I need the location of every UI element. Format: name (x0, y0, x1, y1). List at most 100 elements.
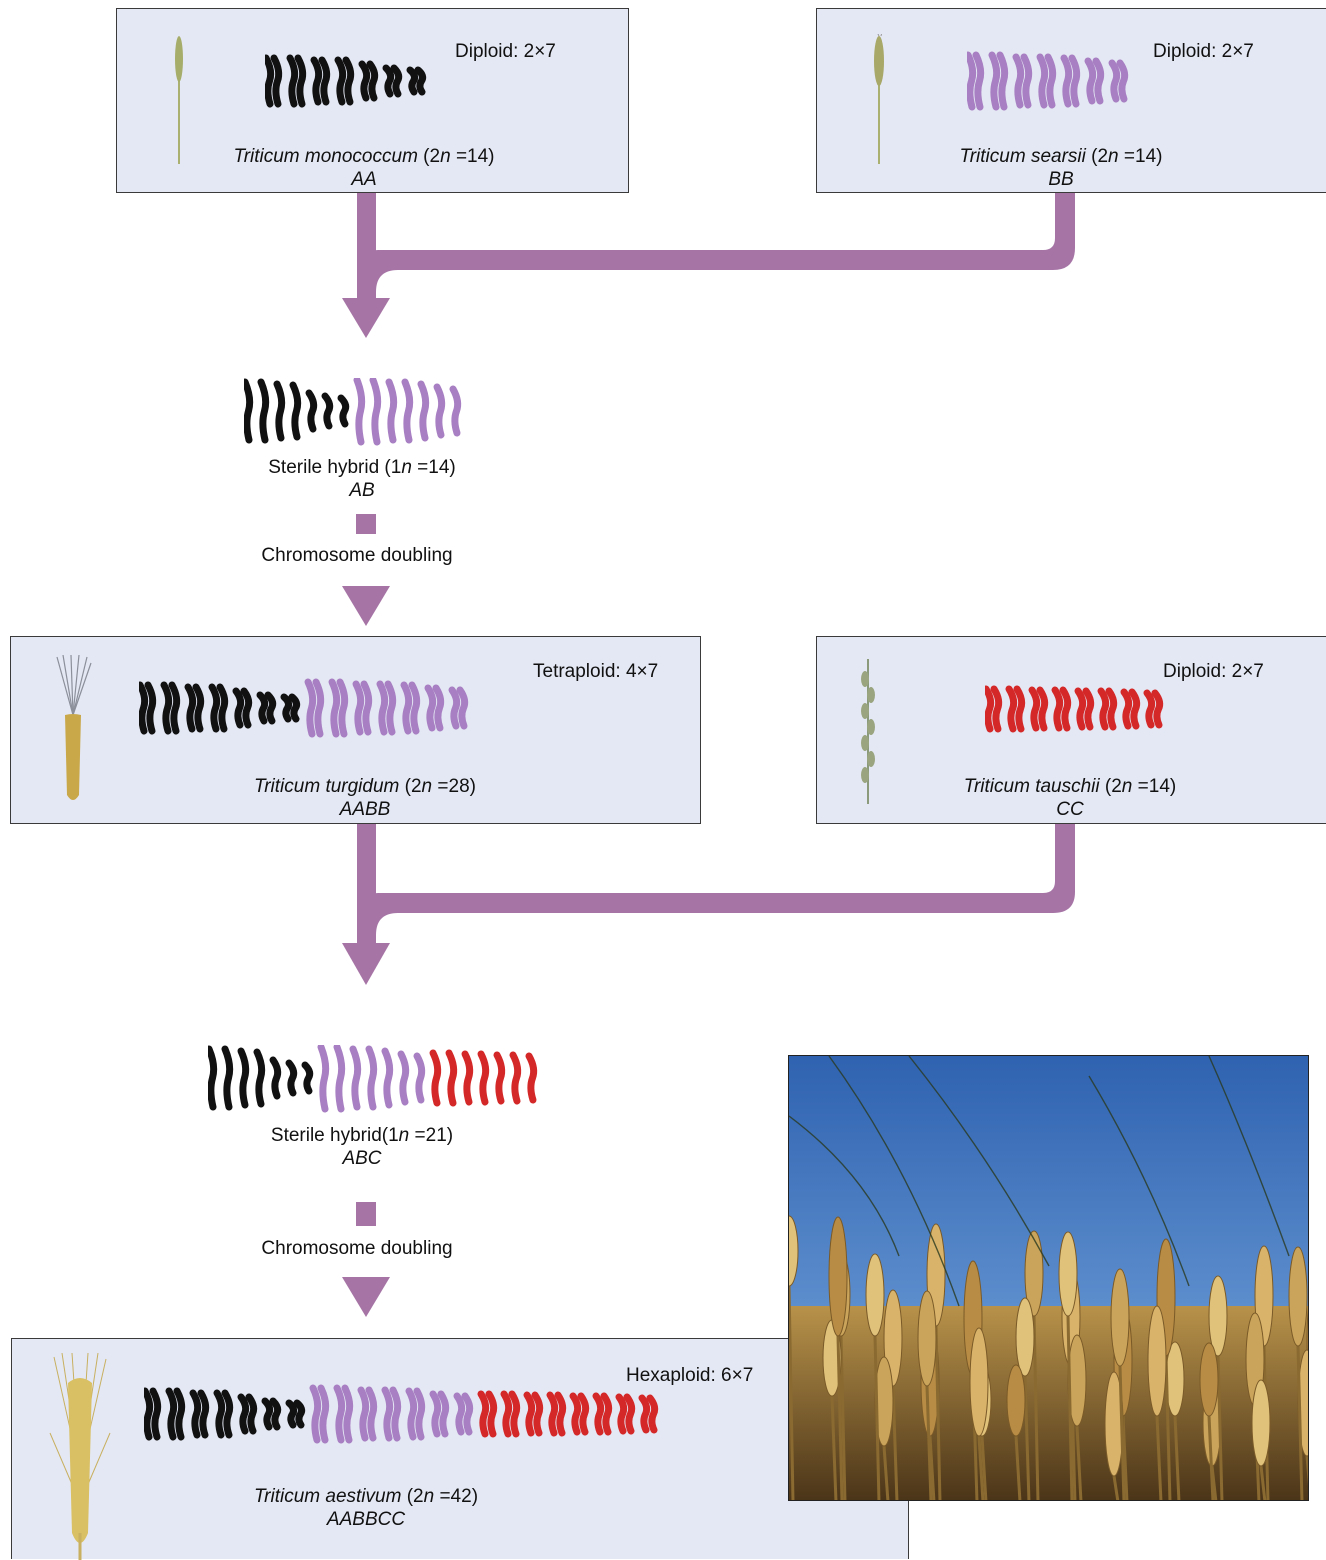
chromosome (449, 385, 462, 437)
count-suffix: =14) (450, 146, 495, 167)
connector-searsii (357, 192, 1075, 300)
chromosome-pair (237, 1393, 258, 1435)
chromosome (305, 389, 318, 433)
step-label-doubling-1: Chromosome doubling (261, 545, 453, 566)
chromosome-pair (1097, 687, 1118, 731)
box-aestivum: Hexaploid: 6×7 Triticum aestivum (2n =42… (11, 1338, 909, 1560)
chromosome-pair (615, 1393, 636, 1435)
chromosome-pair (256, 691, 277, 725)
chromosome-pair (1074, 687, 1095, 731)
chromosome (221, 1045, 234, 1111)
count-suffix: =14) (1132, 776, 1177, 797)
chromosome (273, 380, 286, 442)
chromosome-pair (592, 1392, 613, 1436)
chromosome-pair (333, 1384, 354, 1444)
chromosome (285, 1059, 298, 1097)
chromosome (461, 1050, 474, 1106)
hybrid-n: n (398, 1125, 410, 1146)
chromosome-pair (286, 54, 307, 108)
species-caption: Triticum tauschii (2n =14) CC (964, 775, 1176, 821)
count-n: n (1108, 146, 1119, 167)
genome-label: AB (349, 480, 375, 501)
chromosome (477, 1050, 490, 1106)
hybrid-n: n (401, 457, 412, 478)
hybrid-suffix: =21) (409, 1125, 454, 1146)
chromosome-pair (453, 1392, 474, 1436)
chromosome-pair (232, 687, 253, 729)
chromosome-pair (569, 1392, 590, 1436)
chromosome-pair (352, 680, 373, 736)
karyotype (241, 376, 462, 446)
chromosome-pair (310, 56, 331, 106)
chromosome (257, 378, 270, 444)
genome-label: ABC (342, 1148, 382, 1169)
wheat-spike-icon (861, 659, 875, 804)
doubling-bar-1 (356, 514, 376, 534)
chromosome-pair (1108, 59, 1129, 103)
chromosome (369, 376, 382, 446)
species-caption: Triticum turgidum (2n =28) AABB (254, 775, 476, 821)
karyotype (982, 685, 1164, 733)
chromosome (365, 1045, 378, 1111)
chromosome-pair (189, 1389, 210, 1439)
chromosome-pair (208, 683, 229, 733)
chromosome-pair (304, 678, 325, 738)
chromosome (241, 378, 254, 444)
karyotype (262, 54, 427, 108)
species-name: Triticum aestivum (253, 1486, 402, 1507)
ploidy-label: Diploid: 2×7 (455, 41, 556, 62)
chromosome-pair (964, 51, 985, 111)
connector-monococcum (357, 192, 376, 300)
count-prefix: (2 (1104, 776, 1122, 797)
chromosome-pair (381, 1386, 402, 1442)
chromosome-pair (982, 685, 1003, 733)
chromosome-pair (261, 1397, 282, 1431)
species-caption: Triticum searsii (2n =14) BB (960, 145, 1163, 191)
chromosome-pair (405, 1387, 426, 1441)
chromosome-pair (141, 1387, 162, 1441)
karyotype (964, 51, 1129, 111)
chromosomes-aa (262, 51, 433, 116)
genome-label: BB (1048, 169, 1074, 190)
chromosome-pair (136, 681, 157, 735)
chromosome-pair (1143, 689, 1164, 729)
wheat-spike-icon (49, 1353, 111, 1560)
chromosome-pair (546, 1391, 567, 1437)
chromosome (337, 394, 350, 428)
chromosome-pair (1060, 54, 1081, 108)
chromosome (525, 1052, 538, 1104)
chromosome (349, 1045, 362, 1111)
chromosome (317, 1043, 330, 1113)
species-caption: Triticum aestivum (2n =42) AABBCC (254, 1485, 478, 1531)
species-name: Triticum monococcum (233, 146, 418, 167)
hybrid-suffix: =14) (411, 457, 456, 478)
genome-label: AABBCC (326, 1509, 406, 1530)
wheat-spike-icon (874, 34, 884, 164)
ploidy-label: Diploid: 2×7 (1163, 661, 1264, 682)
hybrid-ab-caption: Sterile hybrid (1n =14) AB (268, 456, 455, 502)
hybrid-abc-caption: Sterile hybrid(1n =21) ABC (271, 1124, 453, 1170)
count-prefix: (2 (406, 1486, 424, 1507)
chromosomes-bb (964, 51, 1135, 116)
hybrid-prefix: Sterile hybrid(1 (270, 1125, 399, 1146)
count-prefix: (2 (423, 146, 441, 167)
count-n: n (1121, 776, 1133, 797)
chromosome-pair (424, 684, 445, 732)
chromosome-pair (1120, 688, 1141, 730)
chromosome-pair (638, 1394, 659, 1434)
chromosomes-hybrid-ab (241, 376, 468, 453)
arrow-to-turgidum (342, 586, 390, 626)
box-searsii: Diploid: 2×7 Triticum searsii (2n =14) B… (816, 8, 1326, 193)
count-n: n (421, 776, 433, 797)
chromosome-pair (357, 1386, 378, 1442)
count-suffix: =28) (432, 776, 476, 797)
chromosome (353, 376, 366, 446)
connector-tauschii (357, 822, 1075, 945)
chromosomes-cc (982, 681, 1169, 742)
arrow-to-hybrid-abc (342, 943, 390, 985)
chromosome (253, 1048, 266, 1108)
species-name: Triticum searsii (959, 146, 1086, 167)
genome-label: AABB (339, 799, 391, 820)
chromosome-pair (1051, 686, 1072, 732)
species-name: Triticum turgidum (254, 776, 400, 797)
